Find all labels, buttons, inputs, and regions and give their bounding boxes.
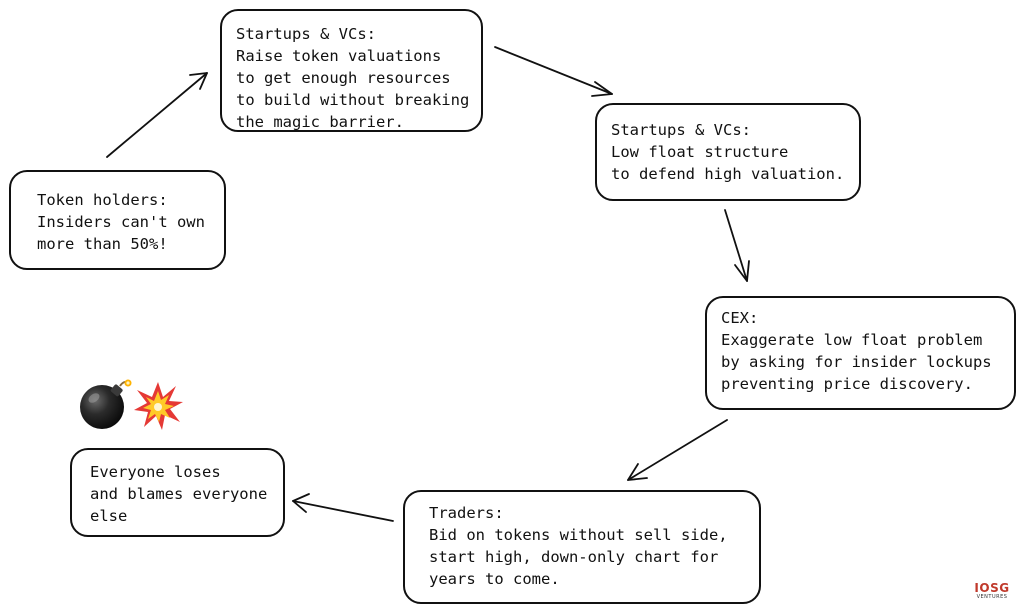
node-text: Exaggerate low float problem [721, 331, 983, 349]
logo-text: IOSG [974, 581, 1010, 595]
node-text: to get enough resources [236, 69, 451, 87]
node-title: CEX: [721, 309, 759, 327]
node-text: start high, down-only chart for [429, 548, 719, 566]
node-text: by asking for insider lockups [721, 353, 992, 371]
arrow-cex-to-traders [627, 419, 728, 481]
node-title: Traders: [429, 504, 504, 522]
node-everyone-loses: Everyone loses and blames everyone else [70, 448, 285, 537]
node-text: more than 50%! [37, 235, 168, 253]
node-text: Everyone loses [90, 463, 221, 481]
node-title: Startups & VCs: [611, 121, 751, 139]
node-text: to defend high valuation. [611, 165, 845, 183]
arrow-traders-to-everyone-loses [292, 493, 394, 522]
node-text: and blames everyone [90, 485, 268, 503]
node-startups-raise-valuations: Startups & VCs: Raise token valuations t… [220, 9, 483, 132]
node-text: Bid on tokens without sell side, [429, 526, 728, 544]
node-cex: CEX: Exaggerate low float problem by ask… [705, 296, 1016, 410]
node-text: else [90, 507, 128, 525]
node-text: years to come. [429, 570, 560, 588]
node-title: Token holders: [37, 191, 168, 209]
node-title: Startups & VCs: [236, 25, 376, 43]
brand-logo: IOSG VENTURES [970, 582, 1014, 600]
node-token-holders: Token holders: Insiders can't own more t… [9, 170, 226, 270]
arrow-startups-raise-to-low-float [494, 46, 613, 97]
arrow-token-holders-to-startups-raise [106, 72, 208, 158]
logo-subtext: VENTURES [976, 594, 1008, 600]
node-text: the magic barrier. [236, 113, 404, 131]
node-text: to build without breaking [236, 91, 470, 109]
explosion-icon [134, 382, 183, 430]
node-traders: Traders: Bid on tokens without sell side… [403, 490, 761, 604]
node-text: Insiders can't own [37, 213, 205, 231]
bomb-icon [80, 379, 132, 429]
node-text: preventing price discovery. [721, 375, 973, 393]
node-text: Raise token valuations [236, 47, 442, 65]
node-startups-low-float: Startups & VCs: Low float structure to d… [595, 103, 861, 201]
node-text: Low float structure [611, 143, 789, 161]
arrow-low-float-to-cex [724, 209, 750, 282]
